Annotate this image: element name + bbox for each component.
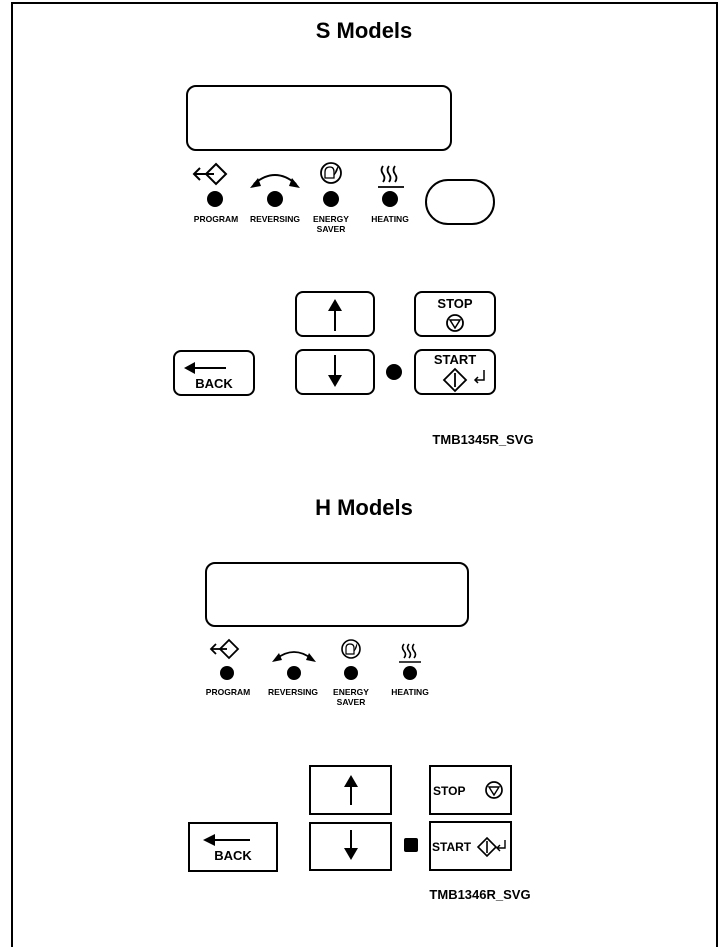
program-indicator-light xyxy=(207,191,223,207)
energy-saver-indicator-light xyxy=(323,191,339,207)
s-oval-button[interactable] xyxy=(425,179,495,225)
s-models-section: S Models PROGRAM REVERSING ENERGY SAVER xyxy=(173,18,534,447)
h-program-label: PROGRAM xyxy=(206,687,250,697)
enter-icon xyxy=(496,840,506,852)
reversing-icon xyxy=(272,651,316,662)
h-back-button[interactable]: BACK xyxy=(188,822,278,872)
arrow-down-icon xyxy=(328,355,342,387)
arrow-down-icon xyxy=(344,830,358,860)
s-back-label: BACK xyxy=(195,376,233,391)
s-back-button[interactable]: BACK xyxy=(173,350,255,396)
s-stop-button[interactable]: STOP xyxy=(414,291,496,337)
h-down-button[interactable] xyxy=(309,822,392,871)
back-arrow-icon xyxy=(184,362,226,374)
h-start-label: START xyxy=(432,840,472,854)
back-arrow-icon xyxy=(203,834,250,846)
h-stop-label: STOP xyxy=(433,784,465,798)
h-energy-saver-label-line1: ENERGY xyxy=(333,687,369,697)
s-start-button[interactable]: START xyxy=(414,349,496,395)
h-display-window xyxy=(205,562,469,627)
h-energy-saver-label-line2: SAVER xyxy=(337,697,366,707)
heating-label: HEATING xyxy=(371,214,409,224)
energy-saver-label-line2: SAVER xyxy=(317,224,346,234)
stop-icon xyxy=(446,314,464,332)
s-down-button[interactable] xyxy=(295,349,375,395)
heating-icon xyxy=(378,165,404,188)
energy-saver-label-line1: ENERGY xyxy=(313,214,349,224)
energy-saver-indicator-light xyxy=(344,666,358,680)
reversing-indicator-light xyxy=(267,191,283,207)
h-models-section: H Models PROGRAM REVERSING ENERGY SAVER xyxy=(188,495,531,902)
heating-icon xyxy=(399,643,421,663)
h-stop-button[interactable]: STOP xyxy=(429,765,512,815)
s-up-button[interactable] xyxy=(295,291,375,337)
s-models-title: S Models xyxy=(316,18,413,43)
h-reversing-label: REVERSING xyxy=(268,687,318,697)
program-label: PROGRAM xyxy=(194,214,238,224)
s-display-window xyxy=(186,85,452,151)
s-start-indicator-light xyxy=(386,364,402,380)
energy-saver-icon xyxy=(341,639,361,659)
heating-indicator-light xyxy=(403,666,417,680)
start-icon xyxy=(476,836,498,858)
energy-saver-icon xyxy=(320,162,342,184)
arrow-up-icon xyxy=(344,775,358,805)
arrow-up-icon xyxy=(328,299,342,331)
s-stop-label: STOP xyxy=(437,296,472,311)
h-heating-label: HEATING xyxy=(391,687,429,697)
heating-indicator-light xyxy=(382,191,398,207)
start-icon xyxy=(442,367,468,393)
program-indicator-light xyxy=(220,666,234,680)
h-reference-code: TMB1346R_SVG xyxy=(429,887,530,902)
page-frame xyxy=(11,2,718,947)
reversing-indicator-light xyxy=(287,666,301,680)
h-start-button[interactable]: START xyxy=(429,821,512,871)
program-icon xyxy=(209,638,240,660)
reversing-icon xyxy=(250,174,300,188)
stop-icon xyxy=(485,781,503,799)
h-models-title: H Models xyxy=(315,495,413,520)
s-start-label: START xyxy=(434,352,476,367)
h-back-label: BACK xyxy=(214,848,252,863)
reversing-label: REVERSING xyxy=(250,214,300,224)
h-up-button[interactable] xyxy=(309,765,392,815)
s-reference-code: TMB1345R_SVG xyxy=(432,432,533,447)
program-icon xyxy=(192,162,228,186)
h-start-indicator-light xyxy=(404,838,418,852)
enter-icon xyxy=(473,370,485,384)
